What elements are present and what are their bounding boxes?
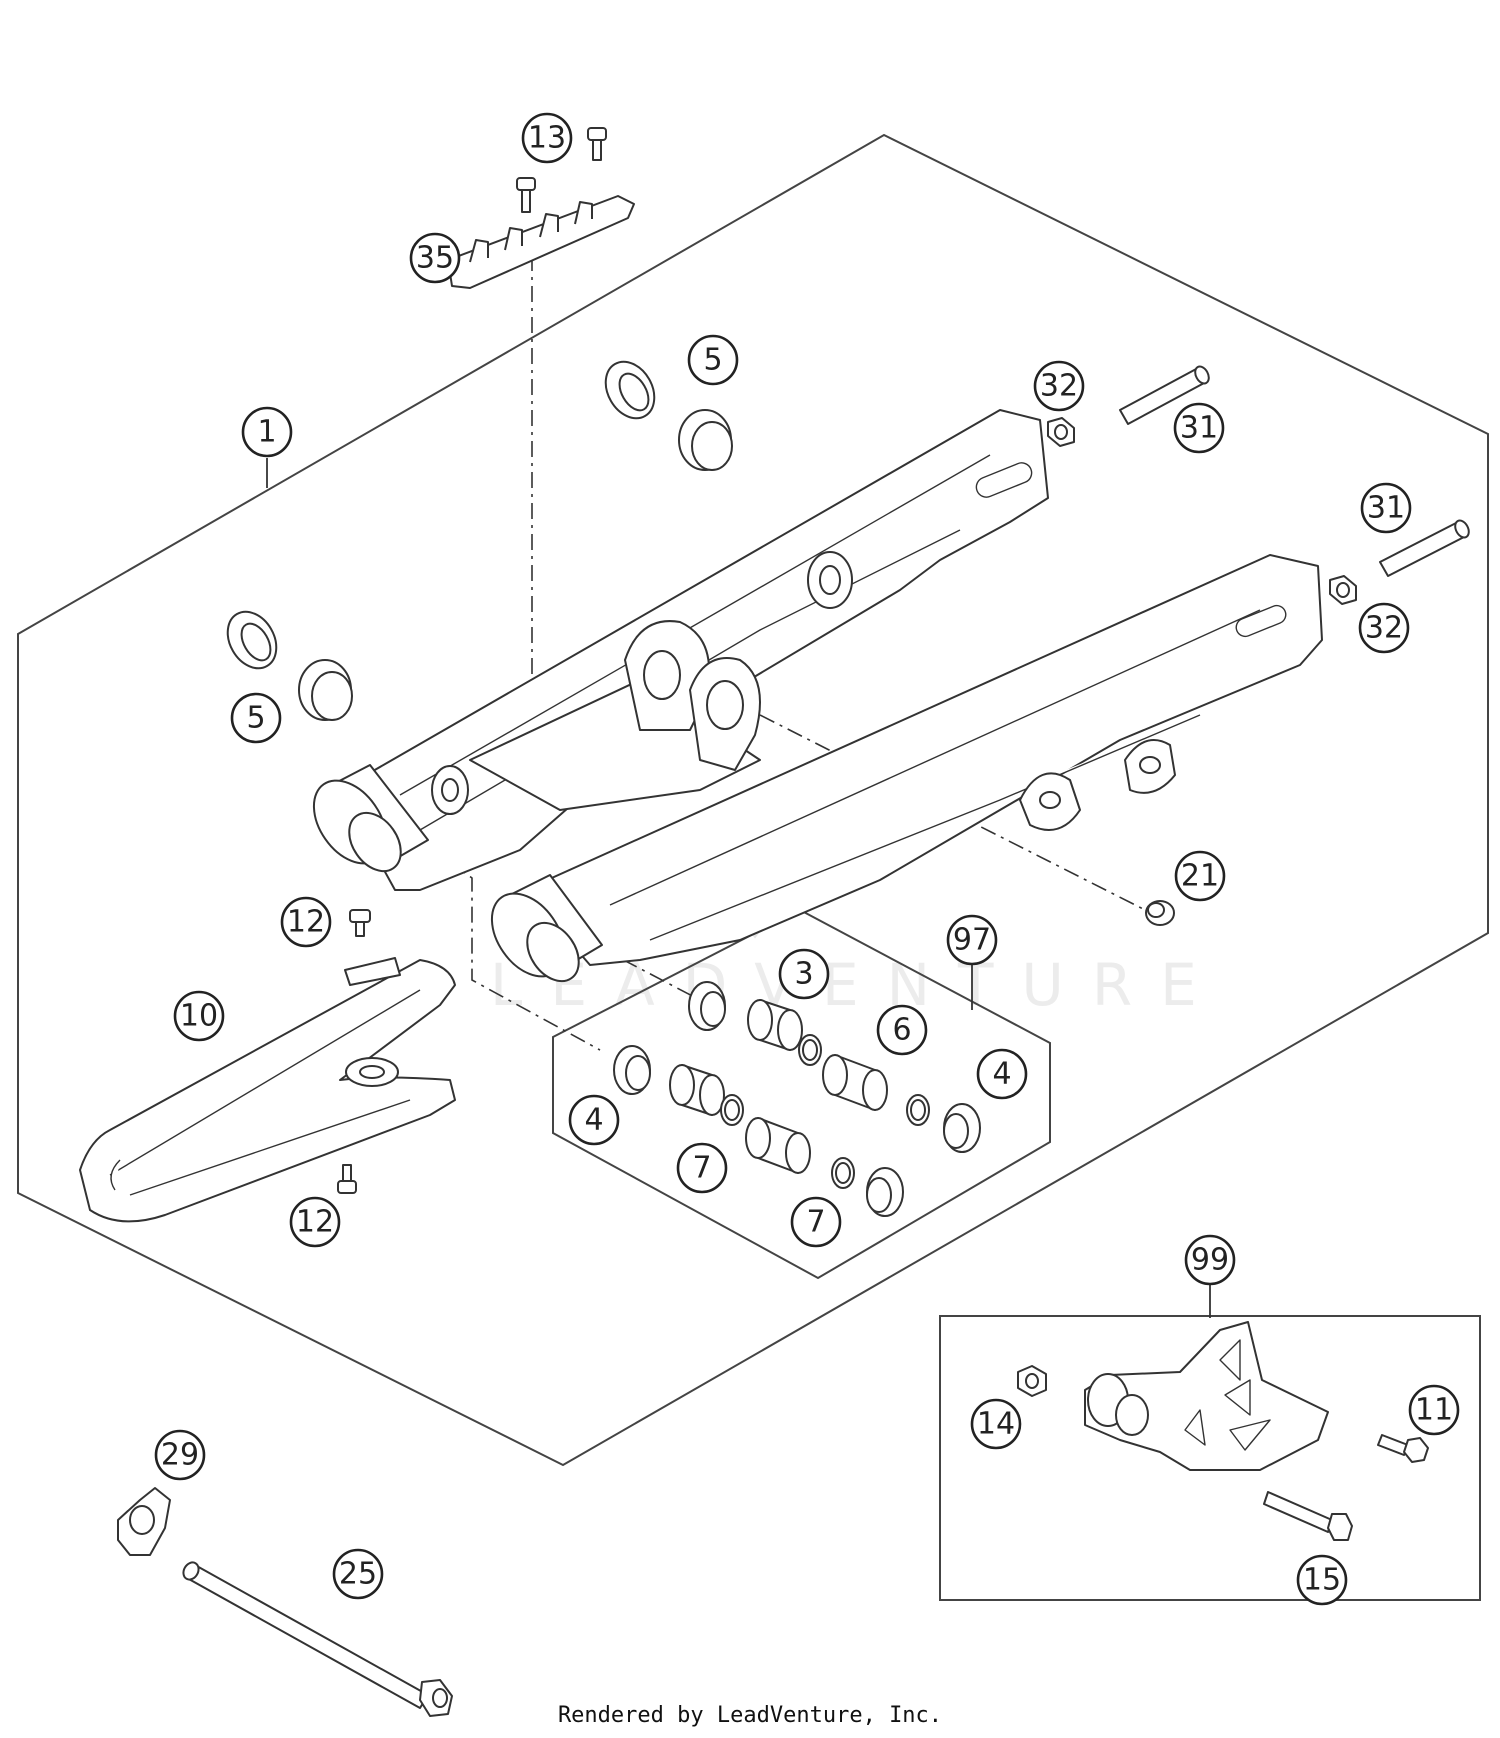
part-15-bolt bbox=[1263, 1491, 1353, 1541]
part-4-seal-left bbox=[613, 1045, 651, 1095]
part-7-ring-c bbox=[906, 1094, 930, 1126]
part-12-screw-lower bbox=[337, 1164, 357, 1194]
callout-5-lower: 5 bbox=[230, 692, 282, 744]
part-31-pin-lower bbox=[1379, 519, 1470, 577]
part-6-bushing-lower bbox=[669, 1064, 725, 1116]
callout-97: 97 bbox=[946, 914, 998, 966]
callout-32-upper: 32 bbox=[1033, 360, 1085, 412]
svg-text:7: 7 bbox=[806, 1205, 825, 1240]
part-10-chain-slider bbox=[79, 957, 456, 1223]
part-29-axle-adjuster bbox=[117, 1487, 171, 1556]
svg-text:31: 31 bbox=[1367, 491, 1405, 526]
part-5-bearing-cap-upper-b bbox=[678, 409, 733, 471]
part-35-cable-guide bbox=[447, 195, 635, 289]
part-13-screw-a bbox=[587, 127, 607, 161]
part-99-chain-guide bbox=[1084, 1321, 1329, 1471]
callout-11: 11 bbox=[1408, 1384, 1460, 1436]
callout-31-lower: 31 bbox=[1360, 482, 1412, 534]
rendered-by-footer: Rendered by LeadVenture, Inc. bbox=[557, 1703, 943, 1728]
svg-text:21: 21 bbox=[1181, 859, 1219, 894]
callout-35: 35 bbox=[409, 232, 461, 284]
svg-text:12: 12 bbox=[287, 905, 325, 940]
part-3-bearing-seal bbox=[688, 981, 726, 1031]
callout-7-left: 7 bbox=[676, 1142, 728, 1194]
svg-text:5: 5 bbox=[246, 701, 265, 736]
svg-text:12: 12 bbox=[296, 1205, 334, 1240]
part-21-plug bbox=[1145, 900, 1175, 926]
svg-text:15: 15 bbox=[1303, 1563, 1341, 1598]
callout-25: 25 bbox=[332, 1548, 384, 1600]
svg-text:13: 13 bbox=[528, 121, 566, 156]
callout-32-lower: 32 bbox=[1358, 602, 1410, 654]
part-bearing-sleeve-right-upper bbox=[822, 1054, 888, 1111]
svg-text:31: 31 bbox=[1180, 411, 1218, 446]
part-11-screw bbox=[1377, 1434, 1429, 1463]
callout-5-upper: 5 bbox=[687, 334, 739, 386]
part-5-bearing-cap-upper-a bbox=[604, 360, 656, 420]
part-5-bearing-cap-lower-a bbox=[226, 610, 278, 670]
svg-text:10: 10 bbox=[180, 999, 218, 1034]
part-4-seal-right bbox=[943, 1103, 981, 1153]
svg-text:25: 25 bbox=[339, 1557, 377, 1592]
svg-text:1: 1 bbox=[257, 415, 276, 450]
part-7-ring-b bbox=[720, 1094, 744, 1126]
callout-7-right: 7 bbox=[790, 1196, 842, 1248]
callout-6: 6 bbox=[876, 1004, 928, 1056]
part-7-ring-d bbox=[831, 1157, 855, 1189]
part-6-bushing-upper bbox=[747, 999, 803, 1051]
svg-text:32: 32 bbox=[1040, 369, 1078, 404]
part-25-axle bbox=[182, 1561, 453, 1717]
part-seal-bottom bbox=[866, 1167, 904, 1217]
svg-text:6: 6 bbox=[892, 1013, 911, 1048]
svg-text:4: 4 bbox=[992, 1057, 1011, 1092]
callout-13: 13 bbox=[521, 112, 573, 164]
svg-text:32: 32 bbox=[1365, 611, 1403, 646]
svg-text:3: 3 bbox=[794, 957, 813, 992]
part-32-nut-upper bbox=[1047, 417, 1075, 447]
callout-15: 15 bbox=[1296, 1554, 1348, 1606]
svg-text:14: 14 bbox=[977, 1407, 1015, 1442]
svg-text:5: 5 bbox=[703, 343, 722, 378]
assembly-frame-main bbox=[17, 133, 1489, 1467]
callout-3: 3 bbox=[778, 948, 830, 1000]
svg-text:29: 29 bbox=[161, 1438, 199, 1473]
svg-text:97: 97 bbox=[953, 923, 991, 958]
part-5-bearing-cap-lower-b bbox=[298, 659, 353, 721]
part-31-pin-upper bbox=[1119, 365, 1210, 425]
callout-10: 10 bbox=[173, 990, 225, 1042]
callout-12-upper: 12 bbox=[280, 896, 332, 948]
part-13-screw-b bbox=[516, 177, 536, 213]
callout-4-right: 4 bbox=[976, 1048, 1028, 1100]
callout-1: 1 bbox=[241, 406, 293, 458]
part-bearing-sleeve-right-lower bbox=[745, 1117, 811, 1174]
svg-text:7: 7 bbox=[692, 1151, 711, 1186]
svg-text:4: 4 bbox=[584, 1103, 603, 1138]
callout-31-upper: 31 bbox=[1173, 402, 1225, 454]
part-12-screw-upper bbox=[349, 909, 371, 937]
callout-4-left: 4 bbox=[568, 1094, 620, 1146]
part-32-nut-lower bbox=[1329, 575, 1357, 605]
svg-text:35: 35 bbox=[416, 241, 454, 276]
part-14-nut bbox=[1017, 1365, 1047, 1397]
callout-21: 21 bbox=[1174, 850, 1226, 902]
swingarm bbox=[312, 409, 1323, 983]
part-7-ring-a bbox=[798, 1034, 822, 1066]
callout-14: 14 bbox=[970, 1398, 1022, 1450]
callout-29: 29 bbox=[154, 1429, 206, 1481]
svg-text:99: 99 bbox=[1191, 1243, 1229, 1278]
callout-12-lower: 12 bbox=[289, 1196, 341, 1248]
callout-99: 99 bbox=[1184, 1234, 1236, 1286]
svg-text:11: 11 bbox=[1415, 1393, 1453, 1428]
